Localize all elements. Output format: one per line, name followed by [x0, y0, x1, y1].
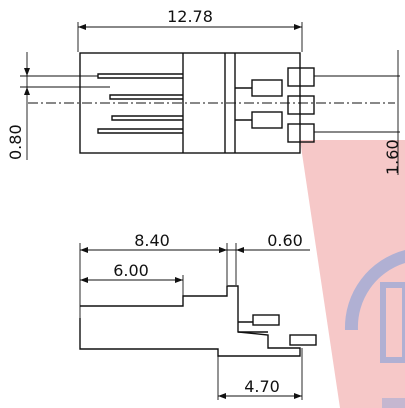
dim-pin-pitch: 0.80 — [6, 124, 25, 160]
terminals — [235, 67, 315, 143]
side-terminal-leads — [238, 321, 268, 333]
terminal-outer-3 — [287, 123, 315, 143]
side-terminal-upper — [252, 314, 280, 326]
terminal-outer-1 — [287, 67, 315, 87]
dim-overall-length: 12.78 — [167, 7, 213, 26]
side-view: 8.40 0.60 6.00 4.70 — [79, 231, 317, 400]
finger-4 — [97, 128, 183, 134]
finger-2 — [109, 94, 183, 100]
dim-side-step: 0.60 — [267, 231, 303, 250]
side-profile — [79, 285, 301, 357]
watermark-blue-box — [380, 282, 405, 363]
dim-lead-span: 1.60 — [383, 139, 402, 175]
watermark-blue-base — [382, 398, 405, 408]
dim-arrows-pitch — [24, 68, 30, 95]
watermark-logo — [300, 140, 405, 408]
terminal-outer-2 — [287, 95, 315, 115]
finger-1 — [97, 73, 183, 79]
terminal-inner-bottom — [251, 111, 283, 129]
dim-side-bottom: 4.70 — [244, 377, 280, 396]
watermark-red-band — [300, 140, 405, 408]
terminal-inner-top — [251, 79, 283, 97]
dim-arrows-step — [219, 247, 244, 253]
side-terminal-lower — [289, 334, 317, 346]
finger-3 — [111, 115, 183, 121]
dim-side-inner: 6.00 — [113, 261, 149, 280]
dim-side-length: 8.40 — [134, 231, 170, 250]
watermark-blue-arc — [344, 250, 405, 330]
top-view: 12.78 0.80 — [6, 7, 402, 175]
contact-fingers — [97, 73, 183, 134]
